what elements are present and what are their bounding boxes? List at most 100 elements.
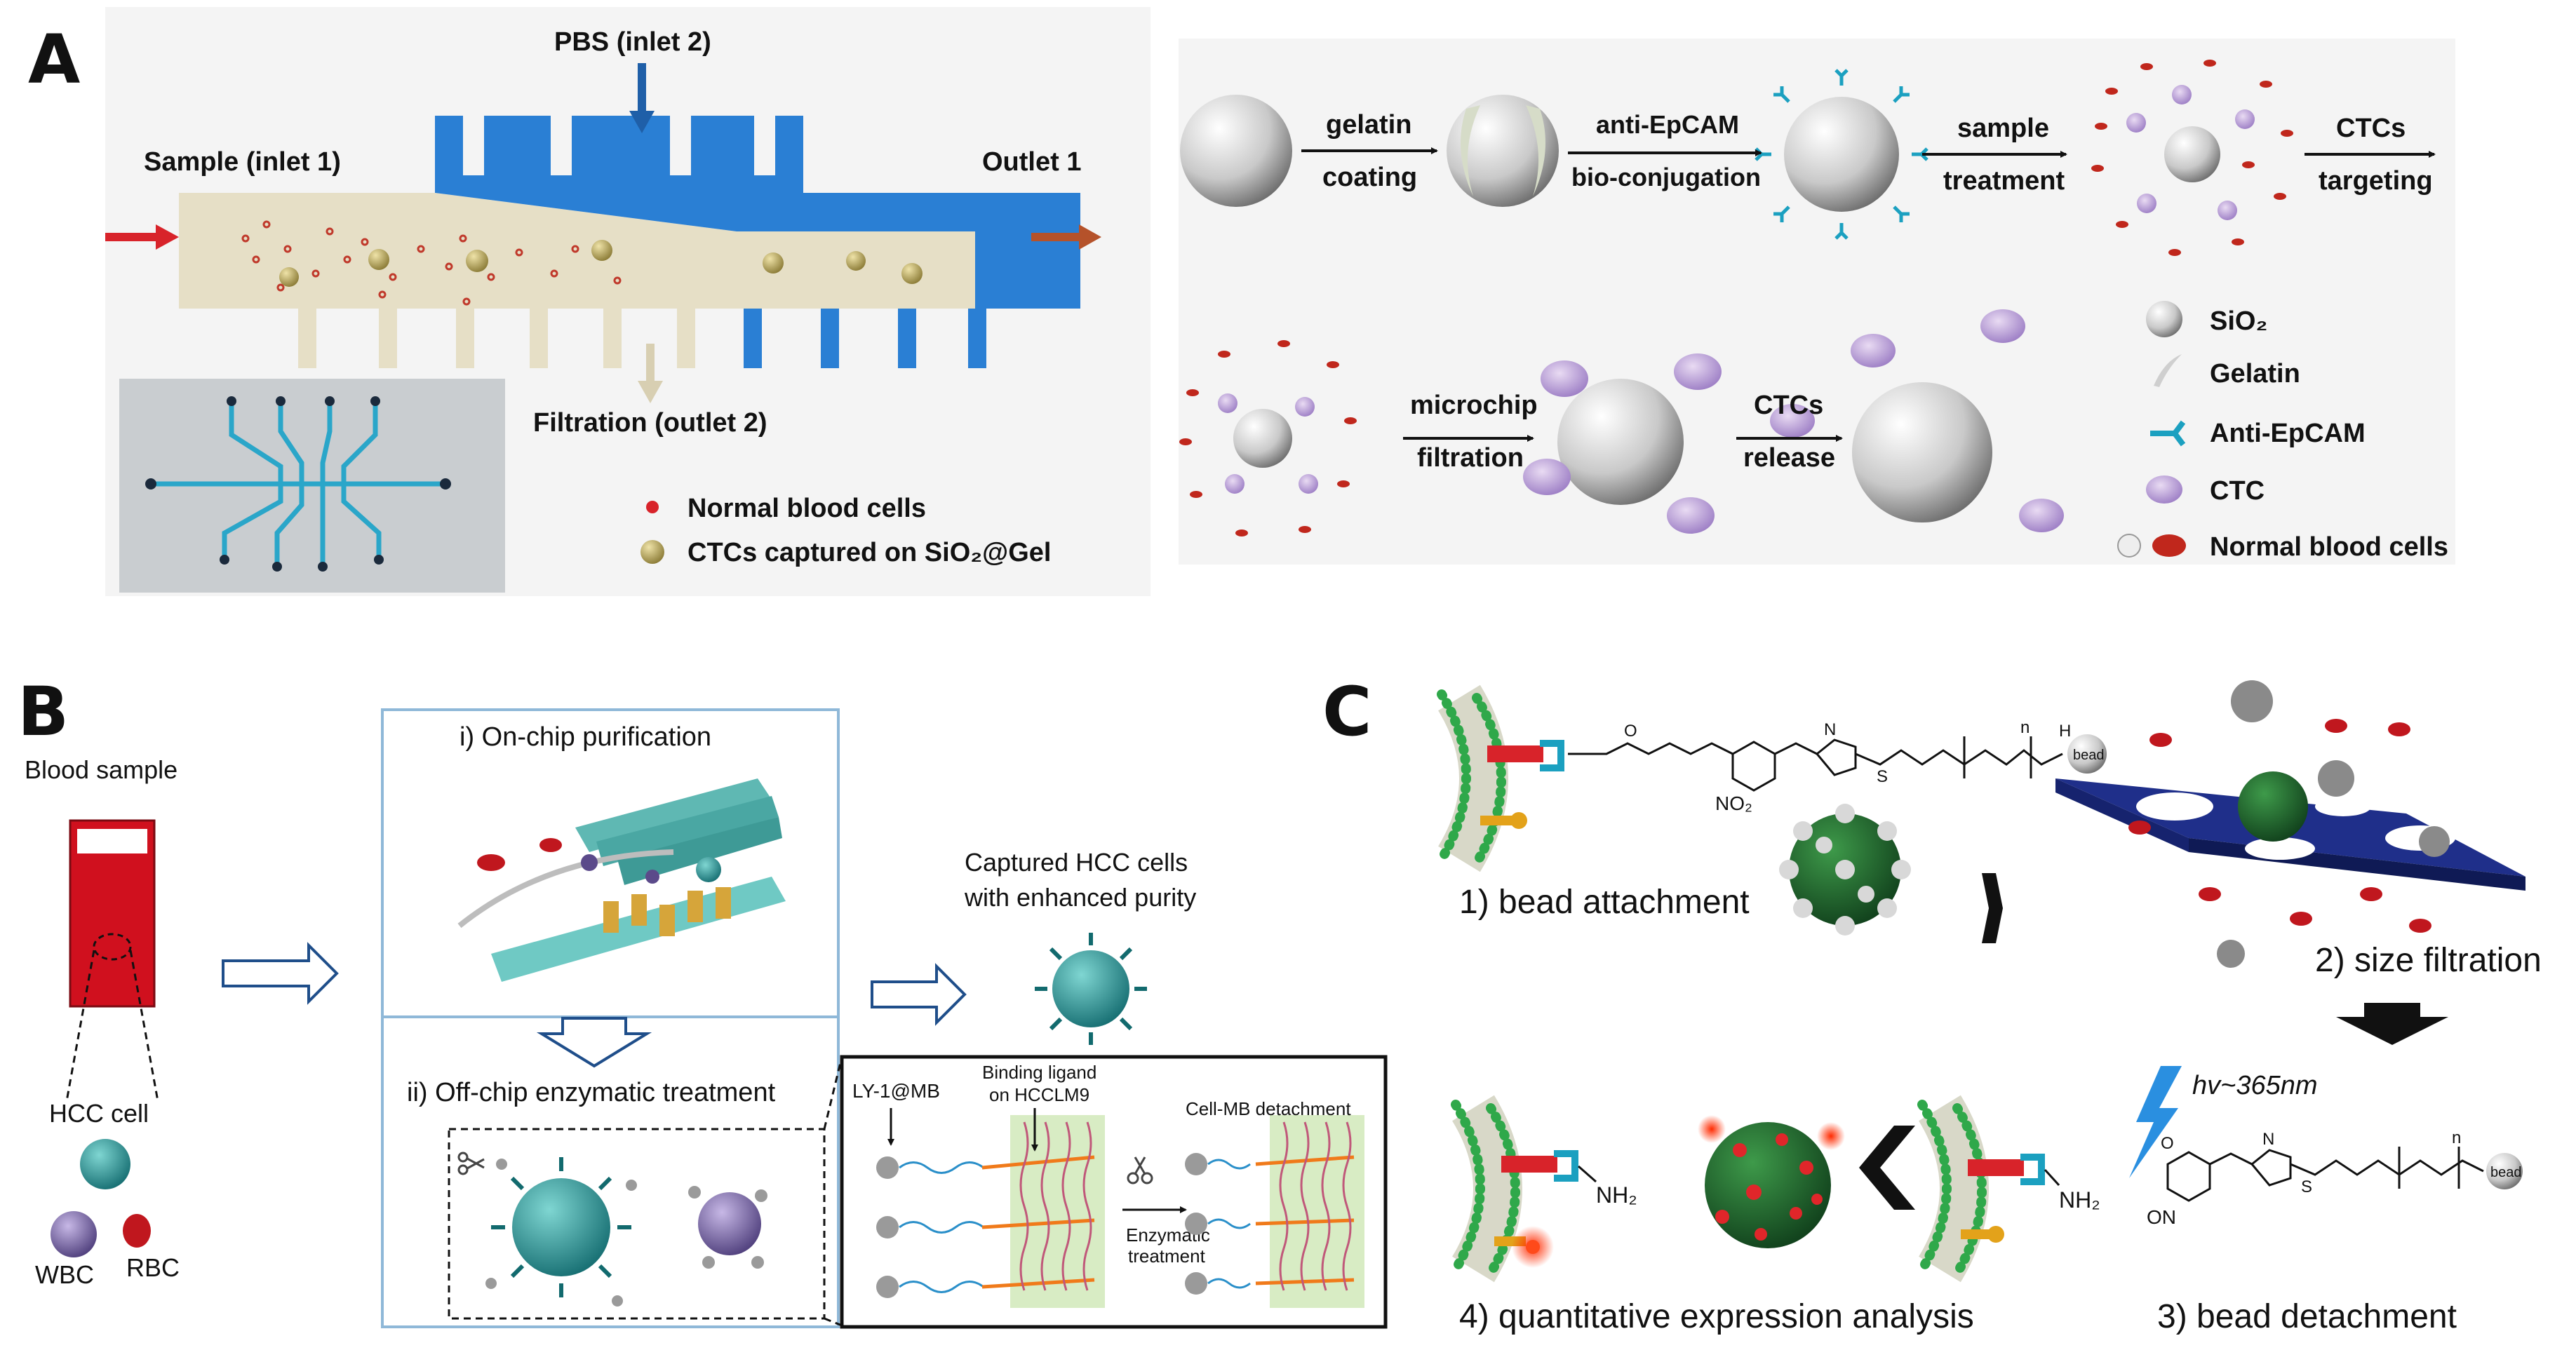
rbc-cell-icon: [123, 1214, 151, 1248]
ctc-icon: [2146, 475, 2182, 504]
step-quantitative-analysis: 4) quantitative expression analysis: [1459, 1298, 1974, 1335]
inset-right-molecules: [1185, 1121, 1355, 1295]
blood-sample-label: Blood sample: [25, 755, 177, 784]
step-anti-epcam: anti-EpCAM: [1596, 110, 1739, 139]
flow-arrow-2: [871, 963, 967, 1026]
inset-left-molecules: [876, 1121, 1095, 1298]
rbc-label: RBC: [126, 1253, 180, 1282]
light-bolt-icon: [2129, 1066, 2182, 1178]
gelatin-icon: [2154, 354, 2182, 387]
filtration-channels: [298, 309, 695, 368]
scissors-icon: [457, 1152, 485, 1175]
panel-a: A: [28, 7, 2455, 596]
legend-normal-blood-cells: Normal blood cells: [2210, 532, 2448, 562]
membrane-bilayer-3: [1917, 1095, 2060, 1283]
step-microchip: microchip: [1410, 391, 1538, 420]
step-ctcs-release: CTCs: [1754, 391, 1823, 420]
sio2-icon: [2146, 301, 2182, 337]
antibody-bead: [1755, 69, 1928, 240]
inset-scissors-icon: [1127, 1156, 1153, 1184]
inset-detach-label: Cell-MB detachment: [1186, 1098, 1351, 1119]
nitrogen-atom-1: N: [1824, 720, 1836, 739]
legend-anti-epcam: Anti-EpCAM: [2210, 419, 2366, 448]
wbc-with-beads: [688, 1186, 767, 1269]
spiky-hcc-with-beads: [485, 1157, 637, 1307]
step-targeting: targeting: [2319, 166, 2433, 196]
cleaved-chemistry: [2166, 1147, 2484, 1202]
arrow-step2-to-3: [2336, 1003, 2448, 1045]
n-subscript-3: n: [2452, 1128, 2461, 1147]
filtered-complex: [1523, 353, 1722, 534]
inset-ligand-line1: Binding ligand: [982, 1062, 1096, 1083]
nh2-label-3: NH₂: [2059, 1187, 2100, 1213]
nh2-label-4: NH₂: [1596, 1182, 1637, 1208]
flow-arrow-1: [222, 942, 339, 1005]
arrow-step1-to-2: [1982, 873, 2003, 943]
inlet2-label: PBS (inlet 2): [554, 27, 711, 57]
bead-icon-3: [2486, 1153, 2523, 1189]
legend-ctc: CTC: [2210, 476, 2265, 506]
inset-ligand-line2: on HCCLM9: [989, 1084, 1089, 1105]
step-treatment: treatment: [1943, 166, 2065, 196]
process-arrows-row1: [1301, 147, 2436, 158]
inset-enzymatic-line2: treatment: [1128, 1246, 1206, 1267]
panel-c: C bead NO₂ n O N S H: [1322, 673, 2542, 1335]
pbs-channel: [435, 116, 1080, 309]
outlet1-label: Outlet 1: [982, 147, 1081, 177]
h-atom-1: H: [2059, 722, 2071, 741]
antibody-icon: [2150, 420, 2186, 447]
step-coating: coating: [1322, 163, 1417, 192]
wbc-label: WBC: [35, 1260, 94, 1289]
step-bead-detachment: 3) bead detachment: [2157, 1298, 2457, 1335]
on-label: ON: [2147, 1206, 2176, 1228]
filter-membrane: [2055, 680, 2525, 968]
bead-label-1: bead: [2073, 748, 2105, 763]
chip-photo: [119, 379, 505, 593]
sample-treatment-cloud: [2091, 60, 2293, 256]
blood-tube: [65, 819, 159, 1102]
captured-ctc-beads: [279, 240, 923, 287]
hcc-cell-label: HCC cell: [49, 1099, 149, 1128]
nitrogen-atom-3: N: [2262, 1130, 2274, 1149]
no2-label: NO₂: [1715, 792, 1752, 814]
result-line2: with enhanced purity: [964, 883, 1196, 912]
released-bead: [1770, 309, 2064, 532]
legend-sio2: SiO₂: [2210, 306, 2267, 336]
flow-arrow-down: [536, 1017, 652, 1068]
result-line1: Captured HCC cells: [965, 848, 1188, 877]
n-subscript-1: n: [2020, 718, 2030, 737]
panel-letter-b: B: [18, 673, 69, 751]
panel-letter-a: A: [28, 20, 80, 99]
sio2-bead: [1180, 95, 1292, 207]
bead-coated-cell: [1779, 804, 1911, 936]
ctc-targeting-cloud: [1179, 340, 1357, 536]
hcc-cell-icon: [80, 1139, 130, 1189]
chip-legend-normal-cells: Normal blood cells: [687, 494, 926, 523]
bead-label-3: bead: [2490, 1165, 2522, 1180]
o-atom-1: O: [1624, 722, 1637, 741]
step-filtration: filtration: [1417, 443, 1524, 473]
outlet2-label: Filtration (outlet 2): [533, 408, 767, 438]
inlet1-label: Sample (inlet 1): [144, 147, 341, 177]
blood-cells-in-chip: [241, 220, 622, 306]
step-gelatin: gelatin: [1326, 110, 1411, 140]
bead-icon-1: [2067, 734, 2107, 774]
purification-chip: [457, 778, 786, 982]
step-on-chip-purification: i) On-chip purification: [459, 722, 711, 752]
step-bioconjugation: bio-conjugation: [1571, 163, 1761, 191]
ctc-bead-icon: [640, 540, 664, 564]
step-size-filtration: 2) size filtration: [2315, 942, 2542, 979]
sulfur-atom-3: S: [2301, 1177, 2312, 1196]
captured-hcc-cell: [1035, 933, 1147, 1045]
labeled-cell: [1698, 1115, 1845, 1248]
outlet1-channels: [744, 309, 986, 368]
wbc-icon: [2117, 534, 2141, 558]
normal-blood-cell-icon: [646, 501, 659, 513]
step-release: release: [1743, 443, 1835, 473]
o-atom-3: O: [2161, 1134, 2174, 1153]
membrane-bilayer-1: [1437, 684, 1564, 872]
light-label: hv~365nm: [2192, 1071, 2318, 1100]
step-ctcs: CTCs: [2336, 114, 2406, 143]
step-sample: sample: [1957, 114, 2049, 143]
